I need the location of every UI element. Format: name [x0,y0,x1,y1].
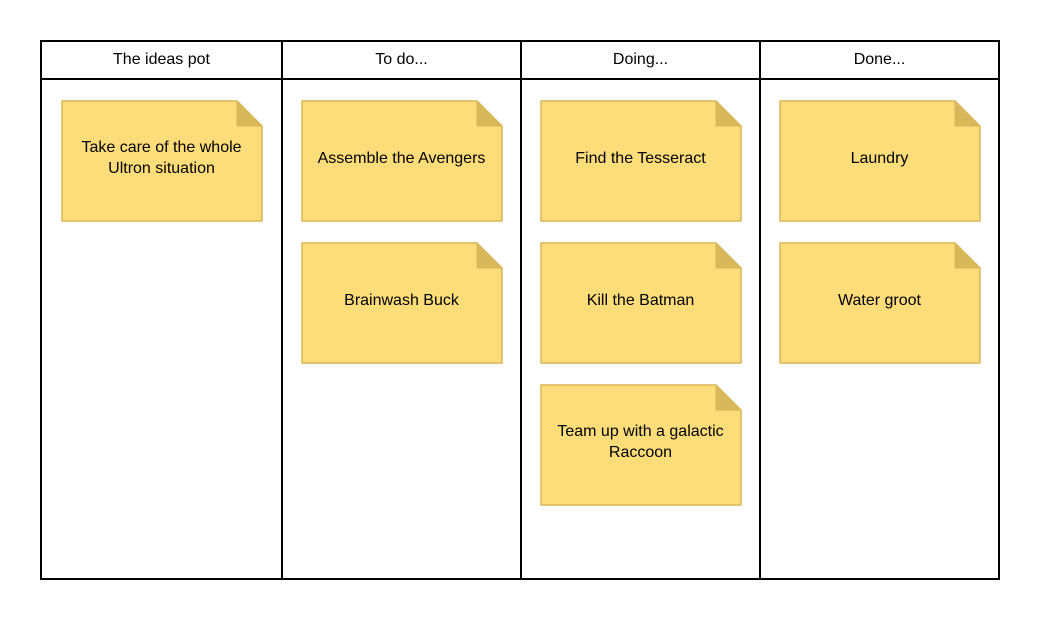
sticky-note-fold [476,100,503,127]
sticky-note-body [539,384,742,506]
column-header: Doing... [522,42,759,80]
sticky-note-shape [778,242,981,364]
column-header: To do... [283,42,520,80]
sticky-note-fold [476,242,503,269]
card-text: Find the Tesseract [575,149,706,167]
sticky-note-shape [300,242,503,364]
sticky-note-card[interactable]: Assemble the Avengers [300,100,503,222]
sticky-note-card[interactable]: Find the Tesseract [539,100,742,222]
card-list: Find the Tesseract Kill the Batman Team … [522,100,759,526]
sticky-note-fold [954,100,981,127]
sticky-note-card[interactable]: Kill the Batman [539,242,742,364]
sticky-note-shape [539,242,742,364]
card-text: Team up with a galactic Raccoon [557,423,724,461]
sticky-note-body [778,100,981,222]
sticky-note-card[interactable]: Brainwash Buck [300,242,503,364]
sticky-note-card[interactable]: Team up with a galactic Raccoon [539,384,742,506]
sticky-note-fold [715,242,742,269]
sticky-note-fold [715,100,742,127]
sticky-note-shape [300,100,503,222]
sticky-note-fold [236,100,263,127]
sticky-note-shape [778,100,981,222]
card-text: Laundry [850,149,909,167]
sticky-note-card[interactable]: Water groot [778,242,981,364]
sticky-note-card[interactable]: Take care of the whole Ultron situation [60,100,263,222]
column-done: Done... Laundry Water groot [759,42,998,578]
card-text: Kill the Batman [586,291,695,309]
column-ideas-pot: The ideas pot Take care of the whole Ult… [42,42,281,578]
sticky-note-body [300,242,503,364]
column-header: The ideas pot [42,42,281,80]
sticky-note-shape [60,100,263,222]
sticky-note-card[interactable]: Laundry [778,100,981,222]
sticky-note-body [539,242,742,364]
card-text: Brainwash Buck [344,291,459,309]
kanban-board: The ideas pot Take care of the whole Ult… [40,40,1000,580]
card-text: Take care of the whole Ultron situation [81,139,242,177]
card-text: Assemble the Avengers [317,149,486,167]
sticky-note-body [539,100,742,222]
sticky-note-fold [954,242,981,269]
card-list: Assemble the Avengers Brainwash Buck [283,100,520,384]
column-header: Done... [761,42,998,80]
sticky-note-body [300,100,503,222]
sticky-note-shape [539,100,742,222]
sticky-note-shape [539,384,742,506]
card-list: Laundry Water groot [761,100,998,384]
card-list: Take care of the whole Ultron situation [42,100,281,242]
column-doing: Doing... Find the Tesseract Kill the Bat… [520,42,759,578]
sticky-note-body [60,100,263,222]
card-text: Water groot [838,291,921,309]
sticky-note-fold [715,384,742,411]
sticky-note-body [778,242,981,364]
column-to-do: To do... Assemble the Avengers Brainwash… [281,42,520,578]
